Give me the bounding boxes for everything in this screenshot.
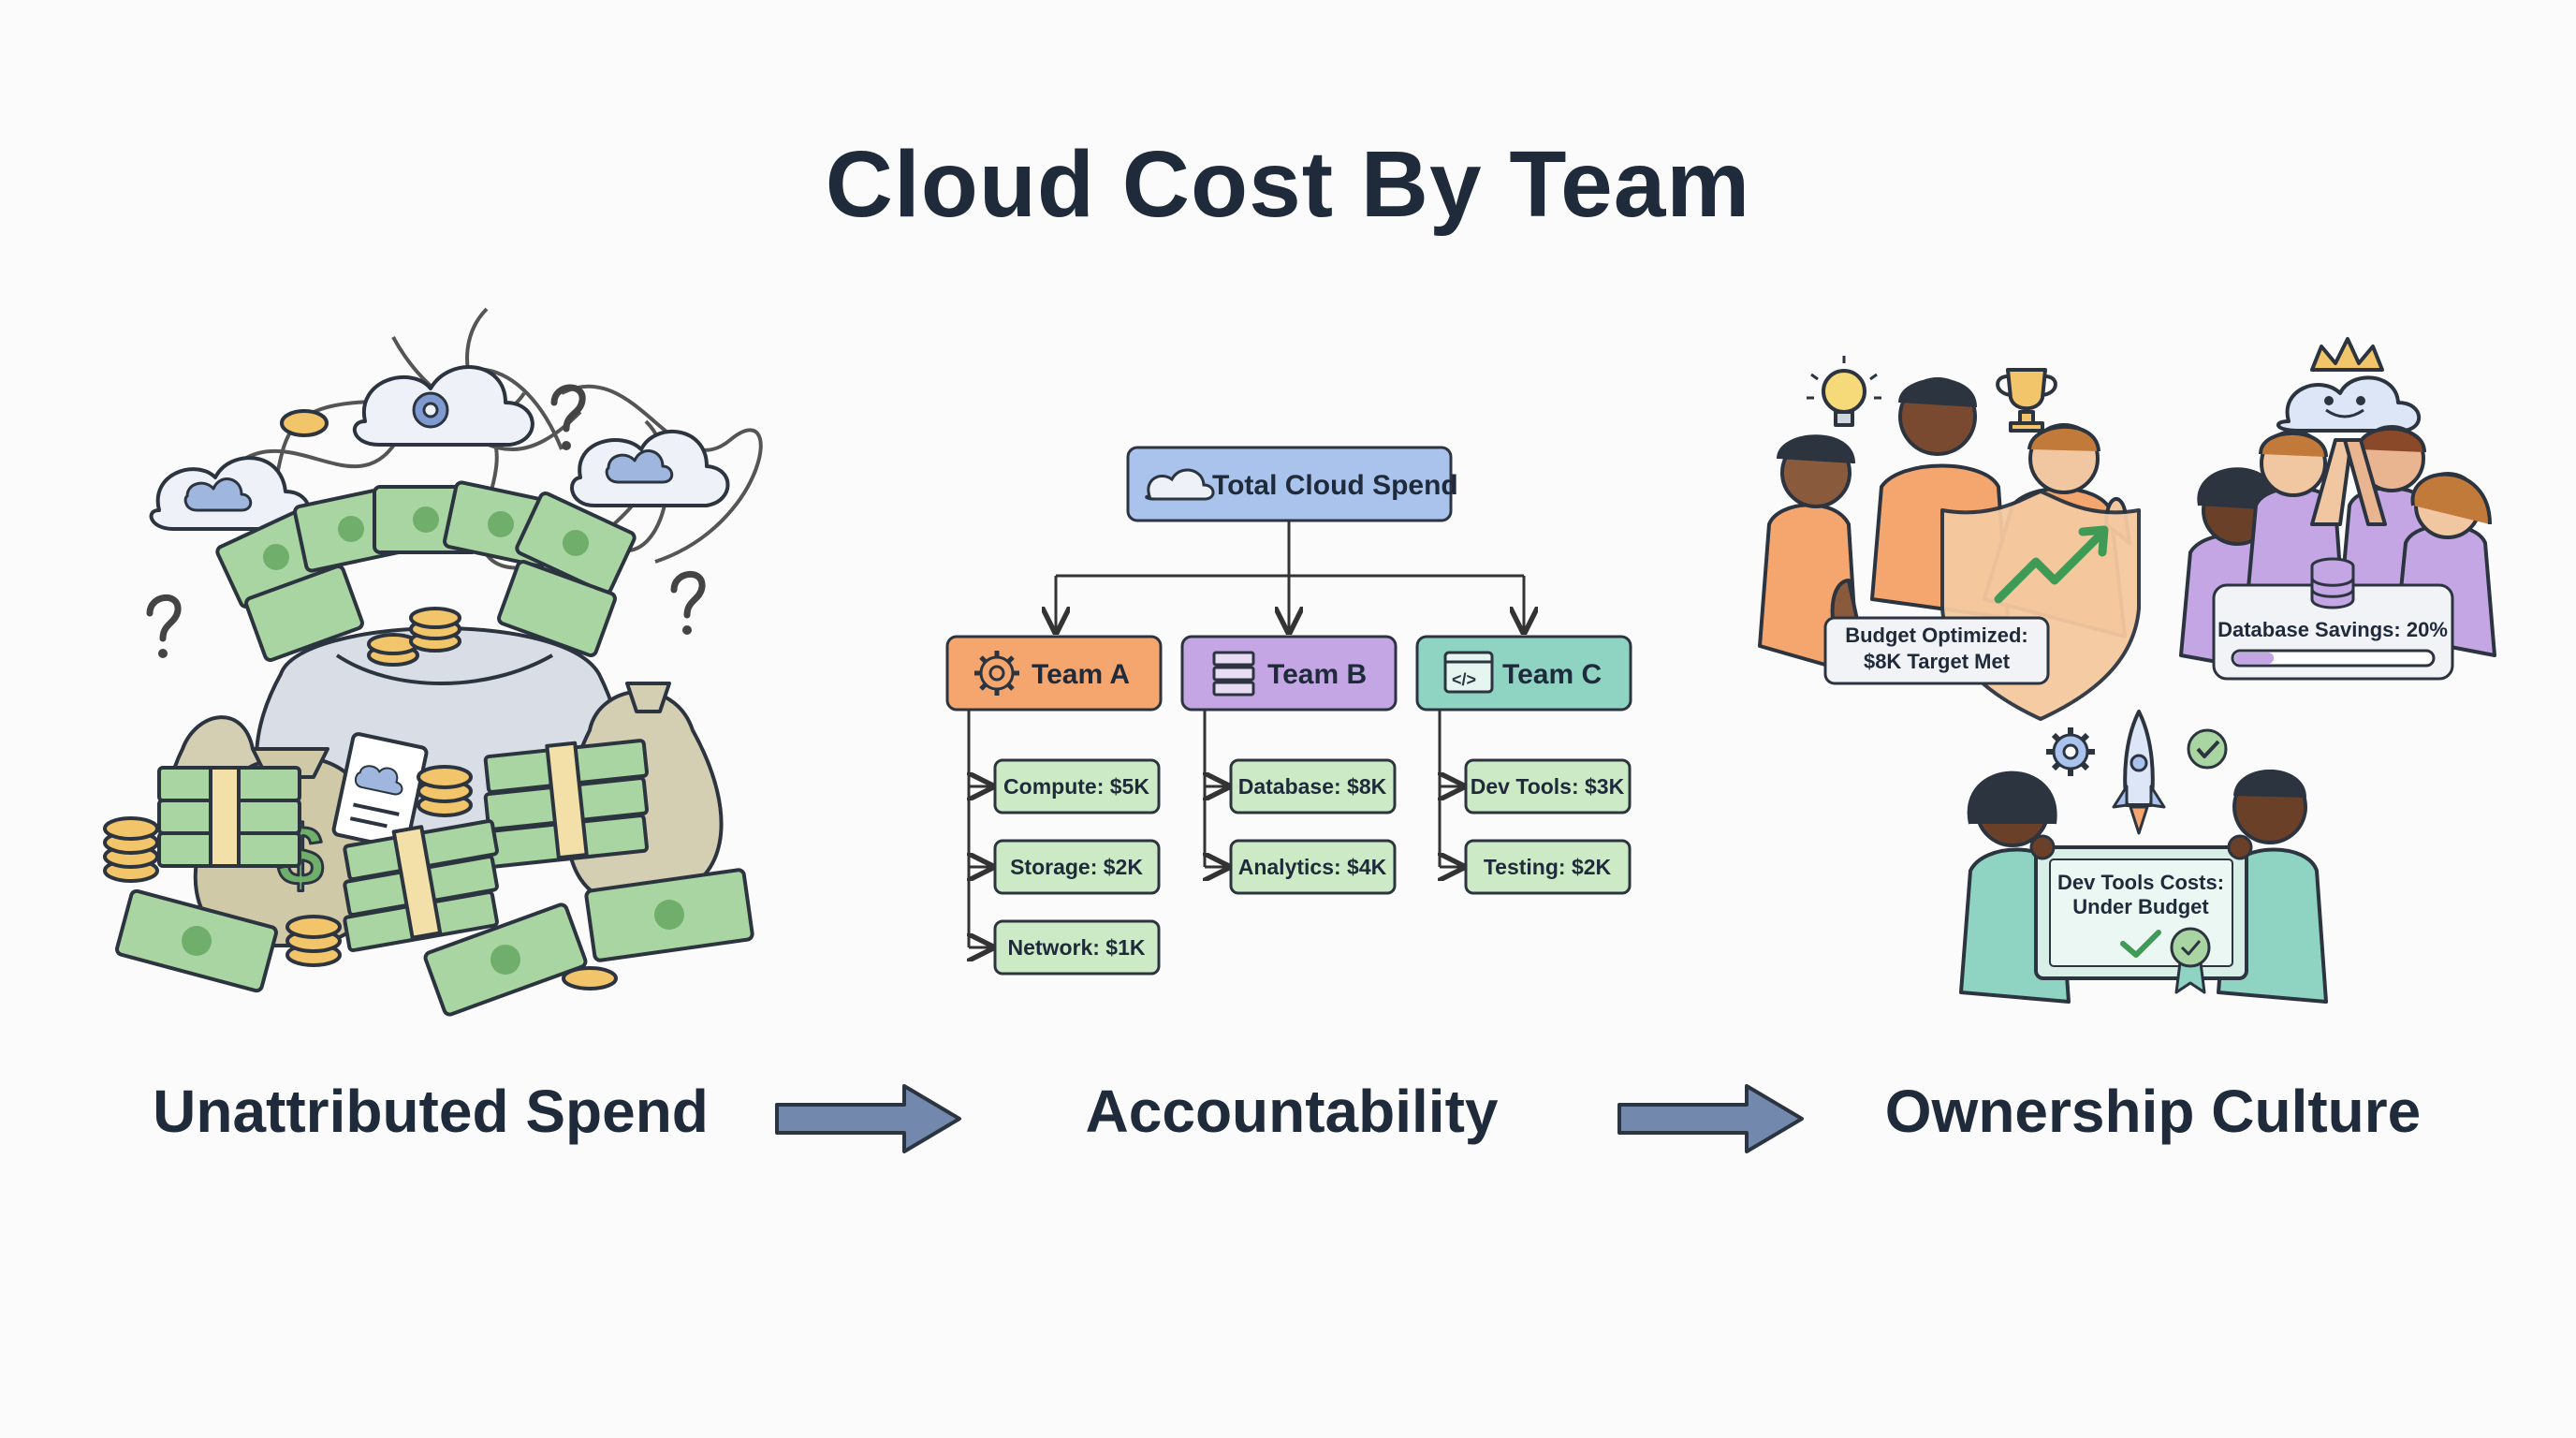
item-label: Database: $8K bbox=[1238, 774, 1387, 799]
cloud-icon bbox=[352, 365, 534, 447]
lightbulb-icon bbox=[1807, 356, 1881, 427]
item-label: Testing: $2K bbox=[1484, 855, 1612, 879]
root-node-label: Total Cloud Spend bbox=[1212, 470, 1458, 501]
devtools-sign-line-1: Dev Tools Costs: bbox=[2057, 871, 2224, 894]
crown-icon bbox=[2310, 337, 2384, 372]
database-sign-label: Database Savings: 20% bbox=[2217, 618, 2448, 641]
question-mark-icon bbox=[146, 384, 706, 642]
savings-progress-track bbox=[2231, 649, 2436, 668]
server-icon bbox=[1212, 651, 1255, 697]
rocket-icon bbox=[2112, 710, 2166, 835]
team-group-teal: Dev Tools Costs: Under Budget bbox=[1959, 710, 2328, 1004]
unattributed-spend-illustration: $ bbox=[103, 307, 763, 1017]
trophy-icon bbox=[1996, 368, 2057, 433]
root-node: Total Cloud Spend bbox=[1126, 446, 1458, 522]
cloud-icon bbox=[570, 429, 730, 507]
cloud-icon bbox=[149, 456, 311, 531]
gear-icon bbox=[974, 651, 1019, 696]
item-label: Dev Tools: $3K bbox=[1471, 774, 1625, 799]
team-b-label: Team B bbox=[1267, 659, 1367, 690]
team-node-a: Team A bbox=[945, 635, 1163, 712]
item-node bbox=[993, 839, 1161, 895]
budget-sign-line-1: Budget Optimized: bbox=[1845, 624, 2028, 647]
shield-icon bbox=[1940, 490, 2141, 721]
item-node bbox=[993, 758, 1161, 814]
team-node-c: </> Team C bbox=[1415, 635, 1632, 712]
cloud-gear-icon bbox=[358, 366, 524, 435]
team-a-label: Team A bbox=[1032, 659, 1130, 690]
stage-arrow-1 bbox=[775, 1084, 961, 1153]
team-group-orange: Budget Optimized: $8K Target Met bbox=[1758, 356, 2141, 721]
award-ribbon-icon bbox=[2170, 927, 2211, 994]
budget-sign-line-2: $8K Target Met bbox=[1864, 650, 2011, 673]
team-node-b: Team B bbox=[1180, 635, 1398, 712]
item-node bbox=[993, 919, 1161, 976]
item-label: Analytics: $4K bbox=[1238, 855, 1387, 879]
database-icon bbox=[2310, 557, 2355, 609]
page-title: Cloud Cost By Team bbox=[825, 132, 1751, 237]
gear-icon bbox=[2046, 727, 2095, 776]
item-label: Network: $1K bbox=[1008, 935, 1146, 960]
cloud-icon bbox=[1145, 468, 1215, 501]
item-label: Storage: $2K bbox=[1010, 855, 1143, 879]
check-circle-icon bbox=[2187, 728, 2228, 770]
team-group-purple: Database Savings: 20% bbox=[2179, 337, 2496, 681]
happy-cloud-icon bbox=[2276, 337, 2422, 433]
savings-progress-fill bbox=[2234, 653, 2275, 664]
item-node bbox=[1229, 758, 1397, 814]
budget-sign bbox=[1823, 616, 2050, 685]
checkmark-icon bbox=[2120, 930, 2161, 958]
stage-label-ownership-culture: Ownership Culture bbox=[1884, 1078, 2422, 1145]
item-label: Compute: $5K bbox=[1003, 774, 1149, 799]
item-node bbox=[1464, 839, 1632, 895]
item-node bbox=[1229, 839, 1397, 895]
devtools-sign-line-2: Under Budget bbox=[2072, 895, 2209, 918]
svg-text:</>: </> bbox=[1452, 670, 1476, 689]
stage-label-unattributed-spend: Unattributed Spend bbox=[153, 1078, 709, 1145]
team-c-label: Team C bbox=[1502, 659, 1602, 690]
item-node bbox=[1464, 758, 1632, 814]
stage-label-accountability: Accountability bbox=[1085, 1078, 1499, 1145]
code-window-icon: </> bbox=[1443, 651, 1494, 694]
cost-tree: Total Cloud Spend Team A T bbox=[945, 446, 1632, 976]
ownership-culture-illustration: Budget Optimized: $8K Target Met bbox=[1758, 337, 2496, 1004]
stage-arrow-2 bbox=[1617, 1084, 1804, 1153]
